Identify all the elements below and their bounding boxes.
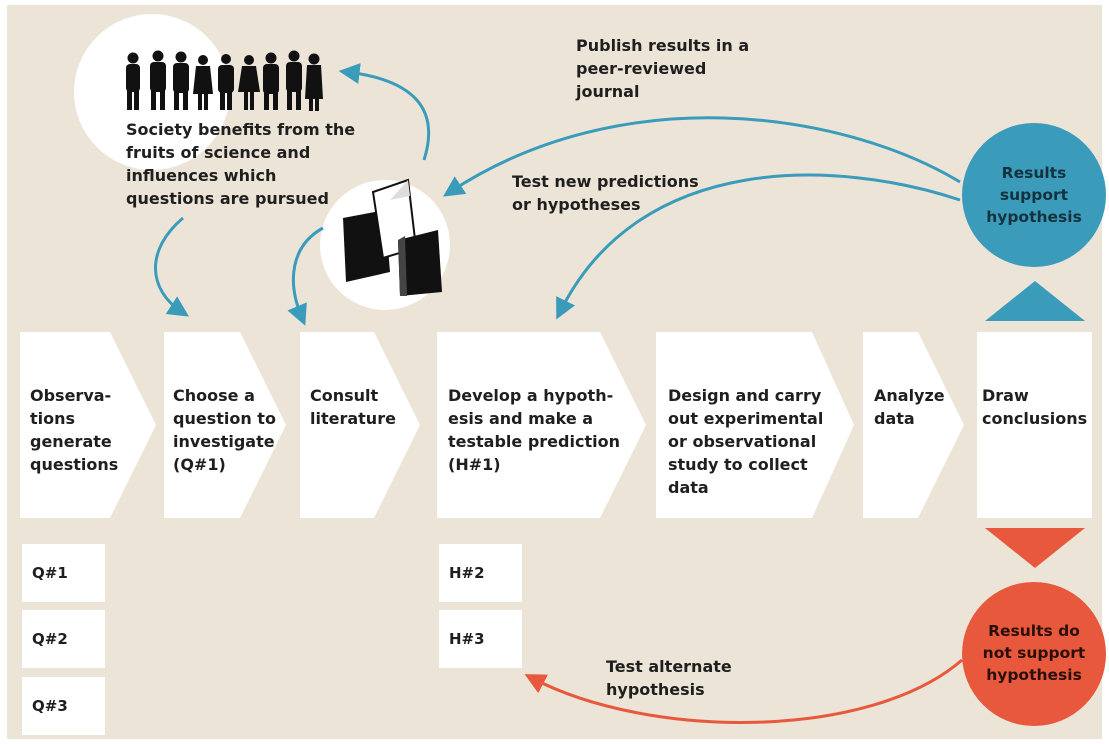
support-text: Results support hypothesis [986,164,1082,226]
step-develop-hypothesis: Develop a hypoth- esis and make a testab… [448,386,620,474]
not-support-circle [962,582,1106,726]
hypothesis-box-label: H#3 [449,630,485,648]
question-box [22,610,105,668]
step-design-study: Design and carry out experimental or obs… [668,386,824,497]
journals-icon [343,178,442,296]
question-box [22,677,105,735]
hypothesis-box-label: H#2 [449,564,485,582]
test-new-label: Test new predictions or hypotheses [512,172,699,214]
crowd-silhouette-icon [126,50,323,111]
question-box-label: Q#1 [32,564,68,582]
step-shape [164,332,286,518]
step-observations: Observa- tions generate questions [30,386,119,474]
step-shape [437,332,646,518]
step-shape [863,332,964,518]
not-support-text: Results do not support hypothesis [982,622,1086,684]
hypothesis-box [439,544,522,602]
society-label: Society benefits from the fruits of scie… [126,120,356,208]
test-alternate-label: Test alternate hypothesis [606,657,732,699]
arrow-test-new [556,173,961,320]
step-shape [977,332,1092,518]
support-circle [962,123,1106,267]
step-analyze-data: Analyze data [874,386,945,428]
hypothesis-box [439,610,522,668]
step-draw-conclusions: Draw conclusions [982,386,1088,428]
arrow-test-alternate [524,658,963,724]
question-box-label: Q#3 [32,697,68,715]
step-consult-literature: Consult literature [310,386,396,428]
not-support-triangle [985,528,1085,568]
step-shape [300,332,420,518]
arrow-journals-to-society [338,63,431,161]
step-shape [20,332,156,518]
arrow-society-to-choose [154,216,190,317]
question-box-label: Q#2 [32,630,68,648]
step-choose-question: Choose a question to investigate (Q#1) [173,386,276,474]
step-shape [656,332,854,518]
arrow-journals-to-consult [287,226,324,326]
question-box [22,544,105,602]
support-triangle [985,281,1085,321]
arrow-publish [442,116,961,197]
publish-label: Publish results in a peer-reviewed journ… [576,36,750,101]
